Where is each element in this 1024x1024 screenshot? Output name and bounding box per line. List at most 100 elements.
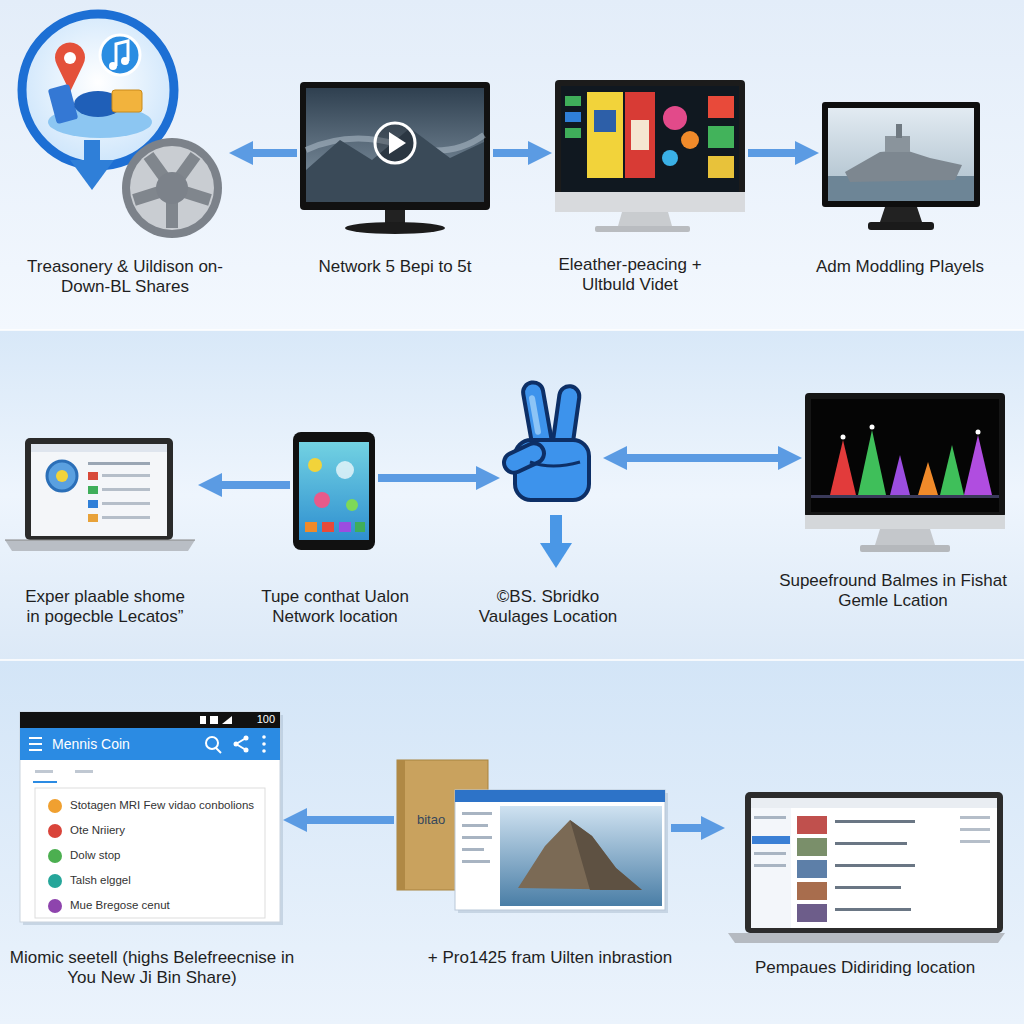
ship-monitor-illustration bbox=[868, 222, 934, 230]
laptop-list-illustration bbox=[835, 864, 915, 867]
gear-icon bbox=[156, 172, 188, 204]
down-arrow bbox=[540, 543, 572, 568]
book-window-illustration bbox=[397, 760, 668, 913]
illustration-node: 100Mennis CoinStotagen MRI Few vidao con… bbox=[20, 712, 280, 922]
hand-icon bbox=[501, 381, 589, 500]
caption-text: Miomic seetell (highs Belefreecnise in Y… bbox=[4, 948, 300, 989]
laptop-list-illustration bbox=[797, 904, 827, 922]
video-monitor-illustration bbox=[385, 210, 405, 224]
book-window-illustration bbox=[462, 812, 492, 815]
flow-arrow bbox=[748, 149, 807, 157]
list-item-text: Ote Nriiery bbox=[70, 824, 262, 838]
book-window-illustration bbox=[455, 790, 665, 802]
media-monitor-illustration bbox=[561, 86, 739, 192]
flow-arrow bbox=[295, 816, 394, 824]
phone-screen-illustration bbox=[20, 712, 280, 922]
laptop-list-illustration bbox=[751, 798, 997, 928]
list-item-text: Dolw stop bbox=[70, 849, 262, 863]
laptop-list-illustration bbox=[797, 838, 827, 856]
laptop-list-illustration bbox=[752, 836, 790, 844]
media-monitor-illustration bbox=[565, 96, 581, 106]
illustration-node: ©BS. Sbridko Vaulages Location bbox=[503, 378, 600, 505]
media-monitor-illustration bbox=[595, 226, 690, 232]
caption-text: Eleather-peacing + Ultbuld Videt bbox=[540, 255, 720, 296]
phone-screen-illustration bbox=[75, 770, 93, 773]
flow-arrow bbox=[493, 149, 540, 157]
media-monitor-illustration bbox=[708, 126, 734, 148]
caption-text: ©BS. Sbridko Vaulages Location bbox=[470, 587, 626, 628]
caption-text: Supeefround Balmes in Fishat Gemle Lcati… bbox=[768, 571, 1018, 612]
phone-screen-illustration bbox=[48, 899, 62, 913]
hand-icon bbox=[501, 440, 548, 476]
book-window-illustration bbox=[462, 848, 484, 851]
laptop-illustration bbox=[102, 488, 150, 491]
tree-monitor-illustration bbox=[805, 393, 1005, 552]
ship-monitor-illustration bbox=[822, 102, 980, 207]
illustration-node: Tupe conthat Ualon Network location bbox=[293, 432, 375, 550]
tablet-illustration bbox=[305, 522, 317, 532]
hand-icon bbox=[529, 395, 542, 435]
tree-monitor-illustration bbox=[875, 529, 935, 545]
tree-monitor-illustration bbox=[890, 455, 910, 495]
tree-monitor-illustration bbox=[858, 430, 886, 495]
ship-monitor-illustration bbox=[828, 108, 974, 201]
ship-monitor-illustration bbox=[880, 207, 922, 222]
laptop-list-illustration bbox=[835, 842, 907, 845]
app-icon-illustration bbox=[121, 57, 129, 65]
laptop-list-illustration bbox=[728, 792, 1005, 943]
tablet-illustration bbox=[339, 522, 351, 532]
app-icon-illustration bbox=[64, 52, 76, 64]
book-window-illustration bbox=[462, 860, 490, 863]
ship-monitor-illustration bbox=[885, 136, 910, 152]
tree-monitor-illustration bbox=[805, 515, 1005, 529]
gear-icon bbox=[130, 146, 214, 230]
phone-screen-illustration bbox=[29, 737, 42, 739]
tablet-illustration bbox=[355, 522, 365, 532]
laptop-illustration bbox=[102, 502, 150, 505]
ship-monitor-illustration bbox=[896, 124, 902, 138]
tablet-illustration bbox=[308, 458, 322, 472]
tablet-illustration bbox=[299, 442, 369, 540]
phone-screen-illustration bbox=[262, 749, 266, 753]
tree-monitor-illustration bbox=[976, 430, 981, 435]
laptop-list-illustration bbox=[960, 828, 990, 831]
down-arrow bbox=[550, 515, 562, 545]
media-monitor-illustration bbox=[708, 156, 734, 178]
tablet-illustration bbox=[314, 492, 330, 508]
flow-arrow bbox=[210, 481, 290, 489]
phone-screen-illustration bbox=[244, 736, 249, 741]
phone-screen-illustration bbox=[33, 781, 57, 783]
media-monitor-illustration bbox=[618, 212, 672, 226]
status-text: 100 bbox=[230, 713, 275, 726]
app-icon-illustration bbox=[22, 14, 174, 190]
laptop-illustration bbox=[88, 462, 150, 465]
phone-screen-illustration bbox=[29, 743, 42, 745]
media-monitor-illustration bbox=[555, 80, 745, 232]
video-monitor-illustration bbox=[300, 82, 490, 210]
laptop-list-illustration bbox=[751, 808, 791, 928]
media-monitor-illustration bbox=[631, 120, 649, 150]
down-arrow bbox=[540, 515, 572, 568]
illustration-node: Pempaues Didiriding location bbox=[728, 792, 1005, 943]
laptop-illustration bbox=[88, 486, 98, 494]
laptop-list-illustration bbox=[754, 816, 786, 819]
caption-text: Network 5 Bepi to 5t bbox=[290, 257, 500, 277]
phone-screen-illustration bbox=[35, 770, 53, 773]
laptop-illustration bbox=[88, 500, 98, 508]
media-monitor-illustration bbox=[663, 106, 687, 130]
illustration-node: Treasonery & Uildison on-Down-BL Shares bbox=[20, 14, 226, 240]
tablet-illustration bbox=[336, 461, 354, 479]
background-bands bbox=[0, 330, 1024, 660]
laptop-list-illustration bbox=[960, 816, 990, 819]
illustration-node: Supeefround Balmes in Fishat Gemle Lcati… bbox=[805, 393, 1005, 552]
laptop-illustration bbox=[31, 444, 167, 536]
laptop-illustration bbox=[102, 474, 150, 477]
media-monitor-illustration bbox=[662, 150, 678, 166]
media-monitor-illustration bbox=[708, 96, 734, 118]
app-icon-illustration bbox=[48, 84, 79, 124]
background-bands bbox=[0, 329, 1024, 331]
